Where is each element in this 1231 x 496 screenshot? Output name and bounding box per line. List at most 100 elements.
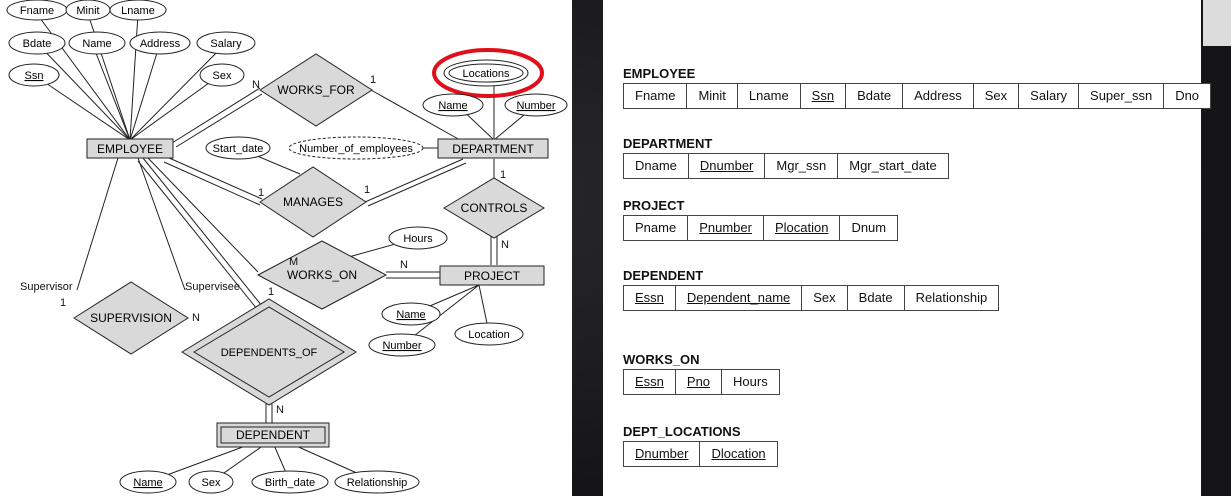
entity-dependent-weak: DEPENDENT — [216, 422, 330, 448]
schema-attribute-sex: Sex — [974, 84, 1020, 108]
schema-attribute-plocation: Plocation — [764, 216, 841, 240]
svg-text:DEPENDENTS_OF: DEPENDENTS_OF — [221, 347, 318, 359]
svg-text:Ssn: Ssn — [25, 70, 44, 82]
rel-manages: MANAGES — [259, 166, 367, 238]
locations-highlight-circle — [432, 48, 544, 98]
attr-salary: Salary — [196, 31, 256, 55]
svg-text:Name: Name — [82, 38, 111, 50]
attr-proj-location: Location — [454, 322, 524, 346]
rel-dependents-of: DEPENDENTS_OF — [181, 298, 357, 406]
attr-name-composite: Name — [68, 31, 126, 55]
card-works-for-dept: 1 — [370, 74, 376, 86]
card-works-on-proj: N — [400, 259, 408, 271]
card-works-on-emp: M — [289, 256, 298, 268]
schema-attribute-pnumber: Pnumber — [688, 216, 764, 240]
svg-text:WORKS_ON: WORKS_ON — [287, 268, 357, 282]
attr-proj-name: Name — [381, 302, 441, 326]
attr-hours: Hours — [388, 226, 448, 250]
svg-text:Minit: Minit — [76, 5, 99, 17]
svg-text:Birth_date: Birth_date — [265, 477, 315, 489]
attr-dep-sex: Sex — [188, 470, 234, 494]
relation-title-dependent: DEPENDENT — [623, 268, 704, 283]
card-manages-dept: 1 — [364, 184, 370, 196]
schema-attribute-bdate: Bdate — [846, 84, 904, 108]
schema-attribute-address: Address — [903, 84, 974, 108]
attr-relationship: Relationship — [334, 470, 420, 494]
attr-sex: Sex — [199, 63, 245, 87]
rel-supervision: SUPERVISION — [73, 281, 189, 355]
card-dependents-emp: 1 — [268, 286, 274, 298]
svg-text:Location: Location — [468, 329, 510, 341]
schema-attribute-pname: Pname — [624, 216, 689, 240]
rel-works-for: WORKS_FOR — [259, 53, 373, 127]
svg-text:Name: Name — [438, 100, 467, 112]
entity-project: PROJECT — [439, 265, 545, 286]
schema-attribute-sex: Sex — [802, 286, 848, 310]
relation-title-department: DEPARTMENT — [623, 136, 713, 151]
schema-attribute-essn: Essn — [624, 370, 676, 394]
schema-attribute-super-ssn: Super_ssn — [1079, 84, 1165, 108]
svg-text:MANAGES: MANAGES — [283, 195, 343, 209]
relation-title-project: PROJECT — [623, 198, 685, 213]
relation-title-employee: EMPLOYEE — [623, 66, 696, 81]
schema-attribute-pno: Pno — [676, 370, 723, 394]
card-works-for-emp: N — [252, 79, 260, 91]
schema-attribute-dname: Dname — [624, 154, 689, 178]
svg-text:Name: Name — [396, 309, 425, 321]
svg-text:DEPARTMENT: DEPARTMENT — [452, 142, 534, 156]
schema-attribute-dnum: Dnum — [851, 220, 887, 235]
attr-fname: Fname — [6, 0, 68, 21]
schema-attribute-bdate: Bdate — [848, 286, 905, 310]
schema-attribute-hours: Hours — [733, 374, 768, 389]
attr-birth-date: Birth_date — [251, 470, 329, 494]
attr-dept-name: Name — [422, 93, 484, 117]
er-diagram-panel: Fname Minit Lname Bdate Name Address Sal… — [0, 0, 572, 496]
corner-panel-fragment — [1203, 0, 1231, 46]
svg-text:Sex: Sex — [213, 70, 232, 82]
svg-text:Locations: Locations — [462, 68, 510, 80]
schema-attribute-fname: Fname — [624, 84, 688, 108]
svg-text:CONTROLS: CONTROLS — [461, 201, 528, 215]
svg-text:Name: Name — [133, 477, 162, 489]
svg-text:Bdate: Bdate — [23, 38, 52, 50]
svg-text:Sex: Sex — [202, 477, 221, 489]
attr-bdate: Bdate — [8, 31, 66, 55]
rel-works-on: WORKS_ON — [256, 240, 388, 310]
svg-text:Address: Address — [140, 38, 181, 50]
svg-text:Salary: Salary — [210, 38, 242, 50]
svg-text:PROJECT: PROJECT — [464, 269, 521, 283]
schema-attribute-dependent-name: Dependent_name — [676, 286, 803, 310]
svg-text:Number: Number — [382, 340, 421, 352]
svg-text:DEPENDENT: DEPENDENT — [236, 428, 311, 442]
attr-address: Address — [129, 31, 191, 55]
card-manages-emp: 1 — [258, 187, 264, 199]
schema-attribute-dno: Dno — [1175, 88, 1200, 103]
entity-employee: EMPLOYEE — [86, 138, 174, 159]
attr-lname: Lname — [109, 0, 167, 21]
card-supervision-sup: 1 — [60, 297, 66, 309]
schema-attribute-dlocation: Dlocation — [711, 446, 766, 461]
role-supervisee: Supervisee — [185, 281, 240, 293]
schema-attribute-salary: Salary — [1019, 84, 1080, 108]
schema-attribute-mgr-ssn: Mgr_ssn — [765, 154, 839, 178]
svg-text:Hours: Hours — [403, 233, 433, 245]
schema-attribute-ssn: Ssn — [801, 84, 847, 108]
schema-attribute-minit: Minit — [687, 84, 738, 108]
attr-dep-name: Name — [119, 470, 177, 494]
schema-attribute-relationship: Relationship — [915, 290, 988, 305]
schema-attribute-lname: Lname — [738, 84, 801, 108]
svg-text:Lname: Lname — [121, 5, 155, 17]
svg-text:EMPLOYEE: EMPLOYEE — [97, 142, 163, 156]
attr-locations-multivalued: Locations — [443, 59, 529, 87]
er-diagram: Fname Minit Lname Bdate Name Address Sal… — [6, 0, 568, 494]
card-dependents-dep: N — [276, 404, 284, 416]
svg-text:Number_of_employees: Number_of_employees — [299, 143, 413, 155]
svg-text:Number: Number — [516, 100, 555, 112]
attr-dept-number: Number — [504, 93, 568, 117]
